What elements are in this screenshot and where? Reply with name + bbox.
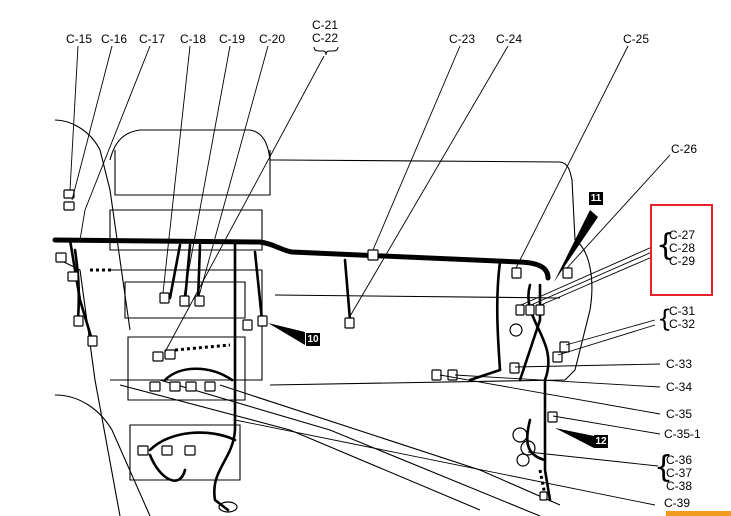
label-c20: C-20 bbox=[259, 32, 286, 46]
label-c23: C-23 bbox=[449, 32, 476, 46]
label-c31: C-31 bbox=[669, 304, 696, 318]
label-c17: C-17 bbox=[139, 32, 166, 46]
label-c38: C-38 bbox=[666, 479, 693, 493]
label-c31-c32: C-31 C-32 bbox=[669, 305, 695, 331]
label-c18: C-18 bbox=[180, 32, 207, 46]
label-c36-c38: C-36 C-37 C-38 bbox=[666, 454, 692, 493]
brace-under-c22 bbox=[313, 46, 339, 56]
dashboard-outline bbox=[54, 119, 593, 516]
label-c21-c22: C-21 C-22 bbox=[312, 19, 338, 45]
connectors bbox=[55, 189, 573, 501]
badge-10: 10 bbox=[306, 333, 320, 346]
label-c37: C-37 bbox=[666, 466, 693, 480]
label-c35: C-35 bbox=[666, 407, 693, 421]
label-c25: C-25 bbox=[623, 32, 650, 46]
label-c15: C-15 bbox=[66, 32, 93, 46]
label-c32: C-32 bbox=[669, 317, 696, 331]
label-c24: C-24 bbox=[496, 32, 523, 46]
label-c33: C-33 bbox=[666, 357, 693, 371]
brace-c27-c29: { bbox=[656, 228, 676, 263]
label-c21: C-21 bbox=[312, 18, 339, 32]
accent-bar bbox=[666, 511, 731, 516]
label-c16: C-16 bbox=[101, 32, 128, 46]
brace-c36-c38: { bbox=[654, 450, 674, 485]
badge-12: 12 bbox=[594, 435, 608, 448]
arrow-markers bbox=[268, 210, 598, 448]
label-c39: C-39 bbox=[664, 496, 691, 510]
label-c26: C-26 bbox=[671, 142, 698, 156]
main-harness bbox=[52, 237, 551, 281]
badge-11: 11 bbox=[589, 192, 603, 205]
label-c28: C-28 bbox=[669, 241, 696, 255]
label-c29: C-29 bbox=[669, 254, 696, 268]
branch-harness bbox=[68, 238, 552, 512]
label-c19: C-19 bbox=[219, 32, 246, 46]
highlight-box bbox=[650, 204, 713, 296]
brace-c31-c32: { bbox=[657, 305, 673, 333]
leader-lines bbox=[69, 45, 671, 506]
label-c27: C-27 bbox=[669, 228, 696, 242]
sensor-components bbox=[218, 323, 536, 513]
label-c36: C-36 bbox=[666, 453, 693, 467]
label-c34: C-34 bbox=[666, 380, 693, 394]
label-c22: C-22 bbox=[312, 31, 339, 45]
label-c27-c29: C-27 C-28 C-29 bbox=[669, 229, 695, 268]
label-c35-1: C-35-1 bbox=[664, 427, 701, 441]
